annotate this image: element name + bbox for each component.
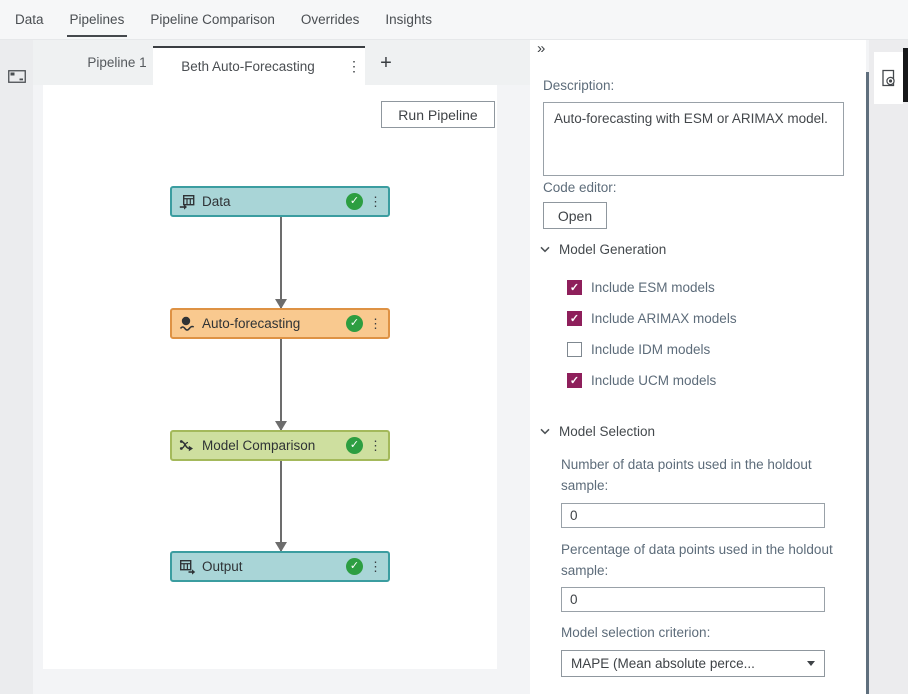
holdout-percentage-input[interactable] xyxy=(561,587,825,612)
node-auto-forecasting[interactable]: Auto-forecasting ✓ ⋮ xyxy=(170,308,390,339)
description-input[interactable]: Auto-forecasting with ESM or ARIMAX mode… xyxy=(543,102,844,176)
include-arimax-checkbox[interactable] xyxy=(567,311,582,326)
section-title: Model Selection xyxy=(559,424,655,439)
open-code-editor-button[interactable]: Open xyxy=(543,202,607,229)
node-menu-button[interactable]: ⋮ xyxy=(369,559,381,575)
dropdown-caret-icon xyxy=(807,661,815,666)
left-rail xyxy=(0,40,33,694)
section-title: Model Generation xyxy=(559,242,666,257)
collapse-panel-button[interactable]: » xyxy=(537,40,545,57)
data-table-icon xyxy=(179,193,196,210)
holdout-count-label: Number of data points used in the holdou… xyxy=(561,454,846,496)
success-status-icon: ✓ xyxy=(346,437,363,454)
node-output[interactable]: Output ✓ ⋮ xyxy=(170,551,390,582)
node-label: Model Comparison xyxy=(202,438,315,453)
model-selection-section-header[interactable]: Model Selection xyxy=(540,424,655,439)
holdout-count-input[interactable] xyxy=(561,503,825,528)
tab-beth-auto-forecasting[interactable]: Beth Auto-Forecasting ⋮ xyxy=(153,46,365,85)
document-properties-icon xyxy=(881,69,896,87)
active-pipeline-tab-label: Beth Auto-Forecasting xyxy=(153,59,343,74)
checkbox-row: Include ESM models xyxy=(567,279,715,295)
run-pipeline-button[interactable]: Run Pipeline xyxy=(381,101,495,128)
include-ucm-checkbox[interactable] xyxy=(567,373,582,388)
add-pipeline-button[interactable]: + xyxy=(373,49,399,77)
window-scrollbar-thumb[interactable] xyxy=(903,48,908,102)
node-data[interactable]: Data ✓ ⋮ xyxy=(170,186,390,217)
tab-overrides[interactable]: Overrides xyxy=(288,0,373,39)
checkbox-row: Include IDM models xyxy=(567,341,710,357)
pipeline-tab-bar: Pipeline 1 Beth Auto-Forecasting ⋮ + xyxy=(33,40,530,85)
node-menu-button[interactable]: ⋮ xyxy=(369,316,381,332)
success-status-icon: ✓ xyxy=(346,558,363,575)
model-generation-section-header[interactable]: Model Generation xyxy=(540,242,666,257)
properties-rail-button[interactable] xyxy=(874,52,903,104)
pipeline-tab-menu-button[interactable]: ⋮ xyxy=(343,58,365,75)
connector-arrow xyxy=(280,217,282,308)
tab-data[interactable]: Data xyxy=(2,0,57,39)
panel-layout-icon[interactable] xyxy=(8,70,26,88)
include-idm-checkbox[interactable] xyxy=(567,342,582,357)
forecasting-icon xyxy=(179,315,196,332)
description-label: Description: xyxy=(543,78,614,93)
checkbox-label: Include ESM models xyxy=(591,280,715,295)
node-label: Data xyxy=(202,194,231,209)
model-comparison-icon xyxy=(179,437,196,454)
node-label: Auto-forecasting xyxy=(202,316,300,331)
chevron-down-icon xyxy=(540,246,550,253)
success-status-icon: ✓ xyxy=(346,193,363,210)
main-tab-bar: Data Pipelines Pipeline Comparison Overr… xyxy=(0,0,908,40)
node-model-comparison[interactable]: Model Comparison ✓ ⋮ xyxy=(170,430,390,461)
checkbox-label: Include ARIMAX models xyxy=(591,311,737,326)
include-esm-checkbox[interactable] xyxy=(567,280,582,295)
criterion-label: Model selection criterion: xyxy=(561,625,710,640)
tab-pipelines[interactable]: Pipelines xyxy=(57,0,138,39)
connector-arrow xyxy=(280,339,282,430)
right-rail xyxy=(869,40,908,694)
checkbox-row: Include ARIMAX models xyxy=(567,310,737,326)
criterion-dropdown[interactable]: MAPE (Mean absolute perce... xyxy=(561,650,825,677)
node-menu-button[interactable]: ⋮ xyxy=(369,438,381,454)
checkbox-label: Include IDM models xyxy=(591,342,710,357)
node-menu-button[interactable]: ⋮ xyxy=(369,194,381,210)
holdout-percentage-label: Percentage of data points used in the ho… xyxy=(561,539,846,581)
pipeline-workspace: Pipeline 1 Beth Auto-Forecasting ⋮ + Run… xyxy=(33,40,530,694)
checkbox-label: Include UCM models xyxy=(591,373,716,388)
chevron-down-icon xyxy=(540,428,550,435)
node-label: Output xyxy=(202,559,243,574)
checkbox-row: Include UCM models xyxy=(567,372,716,388)
success-status-icon: ✓ xyxy=(346,315,363,332)
criterion-selected-value: MAPE (Mean absolute perce... xyxy=(571,656,807,671)
output-table-icon xyxy=(179,558,196,575)
properties-panel: » Description: Auto-forecasting with ESM… xyxy=(530,40,866,694)
tab-pipeline-comparison[interactable]: Pipeline Comparison xyxy=(137,0,288,39)
connector-arrow xyxy=(280,461,282,551)
tab-insights[interactable]: Insights xyxy=(372,0,445,39)
code-editor-label: Code editor: xyxy=(543,180,617,195)
pipeline-canvas[interactable]: Run Pipeline Data ✓ ⋮ xyxy=(43,85,497,669)
